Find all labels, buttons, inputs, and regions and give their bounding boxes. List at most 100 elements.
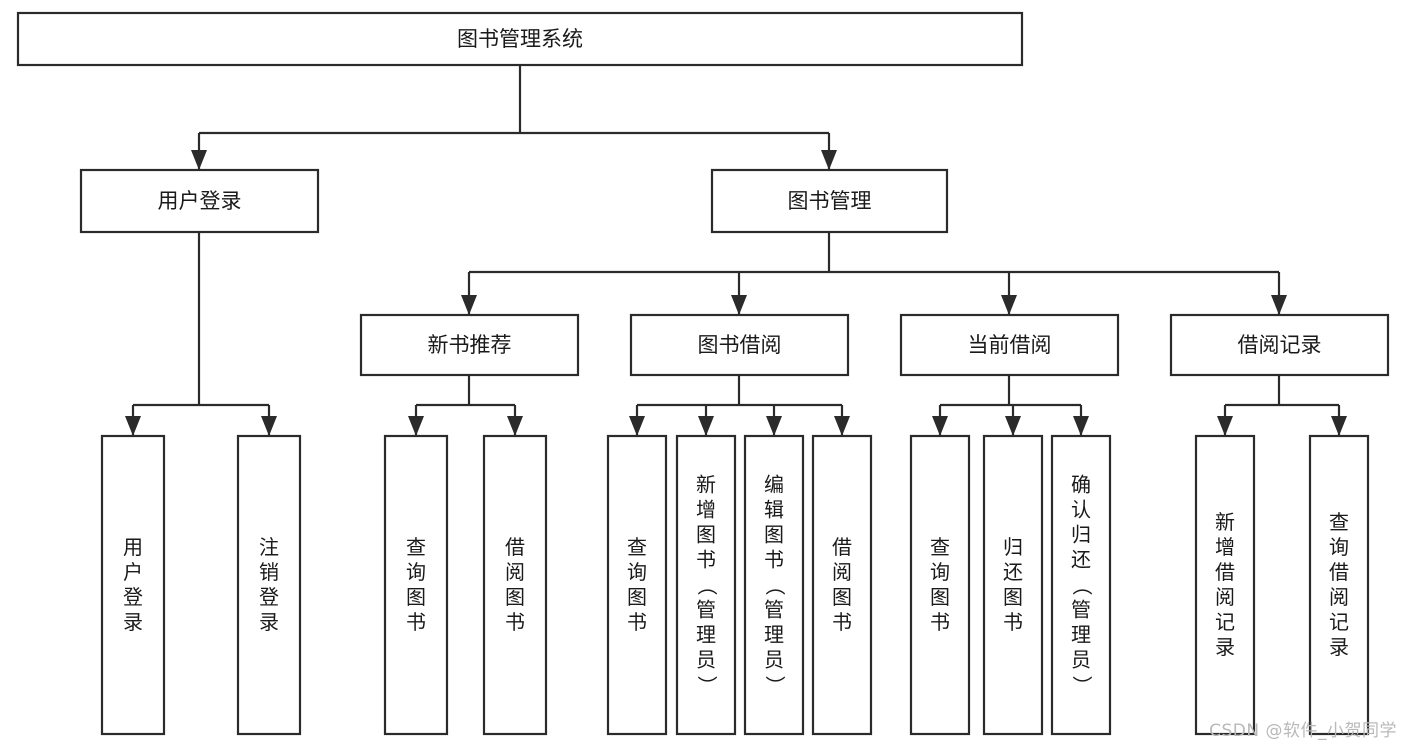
node-label: 当前借阅 bbox=[968, 333, 1052, 357]
node-label-char: 确 bbox=[1071, 473, 1091, 497]
node-label-char: 阅 bbox=[1215, 585, 1235, 609]
node-label-char: 管 bbox=[696, 598, 716, 622]
node-label-char: 注 bbox=[259, 535, 279, 559]
node-label-char: 查 bbox=[930, 535, 950, 559]
node-label-char: 理 bbox=[696, 623, 716, 647]
node-label-char: 阅 bbox=[1329, 585, 1349, 609]
node-label-char: 记 bbox=[1329, 610, 1349, 634]
node-label-char: 图 bbox=[832, 585, 852, 609]
arrow-head-icon bbox=[821, 150, 837, 170]
arrow-head-icon bbox=[191, 150, 207, 170]
node-label-char: 阅 bbox=[832, 560, 852, 584]
node-book-manage[interactable]: 图书管理 bbox=[710, 168, 949, 234]
arrow-head-icon bbox=[461, 295, 477, 315]
node-label-char: 图 bbox=[764, 523, 784, 547]
arrow-head-icon bbox=[1217, 416, 1233, 436]
node-label-char: 归 bbox=[1071, 523, 1091, 547]
node-label-char: 编 bbox=[764, 473, 784, 497]
node-label-char: 理 bbox=[764, 623, 784, 647]
node-label: 图书管理 bbox=[788, 189, 872, 213]
node-label-char: 图 bbox=[930, 585, 950, 609]
node-label-char: 书 bbox=[627, 610, 647, 634]
node-label-char: 询 bbox=[627, 560, 647, 584]
node-label-char: 图 bbox=[505, 585, 525, 609]
node-label-char: 借 bbox=[1215, 560, 1235, 584]
node-new-book-recommend[interactable]: 新书推荐 bbox=[359, 313, 580, 377]
node-label-char: 登 bbox=[123, 585, 143, 609]
node-label-char: 图 bbox=[696, 523, 716, 547]
node-label-char: 认 bbox=[1071, 498, 1091, 522]
node-label: 借阅记录 bbox=[1238, 333, 1322, 357]
node-label: 图书管理系统 bbox=[457, 27, 583, 51]
node-label-char: 询 bbox=[1329, 535, 1349, 559]
node-label-char: 录 bbox=[1215, 635, 1235, 659]
arrow-head-icon bbox=[1271, 295, 1287, 315]
node-label-char: 书 bbox=[930, 610, 950, 634]
arrow-head-icon bbox=[766, 416, 782, 436]
node-label-char: 借 bbox=[505, 535, 525, 559]
node-label-char: 还 bbox=[1071, 548, 1091, 572]
arrow-head-icon bbox=[698, 416, 714, 436]
node-label-char: 书 bbox=[1003, 610, 1023, 634]
node-label-char: 管 bbox=[764, 598, 784, 622]
node-label-char: （ bbox=[763, 576, 787, 596]
node-root[interactable]: 图书管理系统 bbox=[16, 11, 1024, 67]
arrow-head-icon bbox=[507, 416, 523, 436]
node-label-char: 书 bbox=[832, 610, 852, 634]
arrow-head-icon bbox=[408, 416, 424, 436]
node-label-char: 销 bbox=[259, 560, 279, 584]
node-label: 新书推荐 bbox=[428, 333, 512, 357]
node-label-char: 新 bbox=[696, 473, 716, 497]
node-current-borrow[interactable]: 当前借阅 bbox=[899, 313, 1120, 377]
node-label-char: ） bbox=[763, 676, 787, 696]
node-book-borrow[interactable]: 图书借阅 bbox=[629, 313, 850, 377]
node-label-char: 借 bbox=[832, 535, 852, 559]
node-label-char: 书 bbox=[764, 548, 784, 572]
node-label-char: 录 bbox=[259, 610, 279, 634]
node-label-char: 查 bbox=[627, 535, 647, 559]
node-label-char: 新 bbox=[1215, 510, 1235, 534]
node-label-char: 图 bbox=[406, 585, 426, 609]
node-label-char: 书 bbox=[406, 610, 426, 634]
arrow-head-icon bbox=[1005, 416, 1021, 436]
node-label-char: ） bbox=[695, 676, 719, 696]
node-label-char: ） bbox=[1070, 676, 1094, 696]
node-label-char: 图 bbox=[627, 585, 647, 609]
arrow-head-icon bbox=[261, 416, 277, 436]
connectors-layer bbox=[125, 65, 1347, 436]
node-label-char: 记 bbox=[1215, 610, 1235, 634]
node-label-char: 理 bbox=[1071, 623, 1091, 647]
node-user-login[interactable]: 用户登录 bbox=[79, 168, 320, 234]
node-label-char: 录 bbox=[123, 610, 143, 634]
node-label-char: （ bbox=[695, 576, 719, 596]
arrow-head-icon bbox=[1001, 295, 1017, 315]
node-label-char: 查 bbox=[1329, 510, 1349, 534]
node-label-char: （ bbox=[1070, 576, 1094, 596]
node-label-char: 员 bbox=[764, 648, 784, 672]
node-label-char: 归 bbox=[1003, 535, 1023, 559]
node-label-char: 查 bbox=[406, 535, 426, 559]
node-label-char: 辑 bbox=[764, 498, 784, 522]
node-label-char: 图 bbox=[1003, 585, 1023, 609]
arrow-head-icon bbox=[731, 295, 747, 315]
node-label-char: 员 bbox=[1071, 648, 1091, 672]
node-label-char: 还 bbox=[1003, 560, 1023, 584]
node-leaf-user-login[interactable]: 用户登录 bbox=[100, 434, 166, 736]
node-label-char: 用 bbox=[123, 535, 143, 559]
node-borrow-record[interactable]: 借阅记录 bbox=[1169, 313, 1390, 377]
node-label: 图书借阅 bbox=[698, 333, 782, 357]
node-label: 用户登录 bbox=[158, 189, 242, 213]
